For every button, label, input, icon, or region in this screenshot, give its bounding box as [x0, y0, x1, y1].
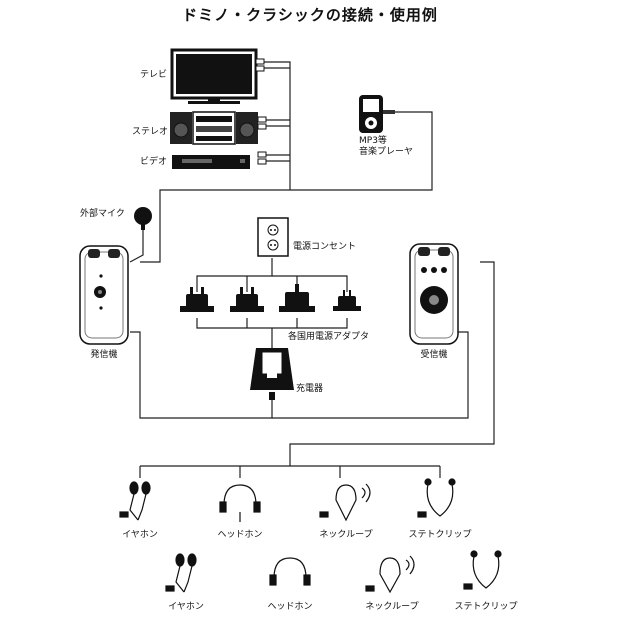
outlet-cable: [196, 258, 273, 292]
video-deck-icon: [172, 155, 250, 169]
mic-cable: [129, 228, 144, 263]
charger-icon: [250, 348, 294, 400]
plug-adapter-au-icon: [333, 290, 361, 311]
neckloop-icon: [365, 555, 415, 594]
charger-to-receiver-cable: [272, 331, 469, 419]
label-mp3-line1: MP3等: [359, 136, 387, 146]
stereo-icon: [170, 111, 258, 145]
charger-to-transmitter-cable: [130, 331, 273, 419]
source-trunk-cable: [140, 189, 290, 263]
label-stereo: ステレオ: [132, 127, 169, 137]
label-mic: 外部マイク: [80, 209, 125, 219]
label-earphones: イヤホン: [122, 530, 158, 540]
label-power-outlet: 電源コンセント: [293, 242, 357, 252]
headphones-icon: [219, 484, 261, 522]
label-headphones: ヘッドホン: [267, 602, 313, 612]
label-receiver: 受信機: [420, 350, 448, 360]
label-adapters: 各国用電源アダプタ: [288, 332, 370, 342]
label-video: ビデオ: [140, 157, 168, 167]
earphones-icon: [119, 481, 151, 521]
label-transmitter: 発信機: [90, 350, 118, 360]
mp3-cable: [290, 111, 433, 191]
label-earphones: イヤホン: [168, 602, 204, 612]
transmitter-icon: [79, 245, 129, 345]
power-outlet-icon: [257, 217, 289, 257]
plug-adapter-us-icon: [230, 287, 264, 312]
earphones-icon: [165, 553, 197, 593]
headphones-icon: [269, 557, 311, 586]
label-stetho-clip: ステトクリップ: [454, 602, 518, 612]
label-charger: 充電器: [296, 384, 324, 394]
tv-icon: [170, 48, 258, 104]
label-mp3-line2: 音楽プレーヤ: [359, 147, 414, 157]
label-tv: テレビ: [140, 70, 168, 80]
microphone-icon: [134, 207, 152, 230]
page-title: ドミノ・クラシックの接続・使用例: [182, 6, 438, 24]
mp3-player-icon: [359, 95, 395, 133]
label-stetho-clip: ステトクリップ: [408, 530, 472, 540]
plug-adapter-eu-icon: [180, 287, 214, 312]
receiver-output-cable: [289, 261, 495, 466]
receiver-icon: [409, 243, 459, 345]
label-neckloop: ネックループ: [365, 602, 419, 612]
stetho-clip-icon: [463, 550, 502, 590]
neckloop-icon: [319, 483, 371, 522]
label-headphones: ヘッドホン: [217, 530, 263, 540]
tv-cable: [258, 61, 291, 190]
stetho-clip-icon: [417, 478, 456, 518]
plug-adapter-uk-icon: [279, 284, 315, 312]
label-neckloop: ネックループ: [319, 530, 373, 540]
